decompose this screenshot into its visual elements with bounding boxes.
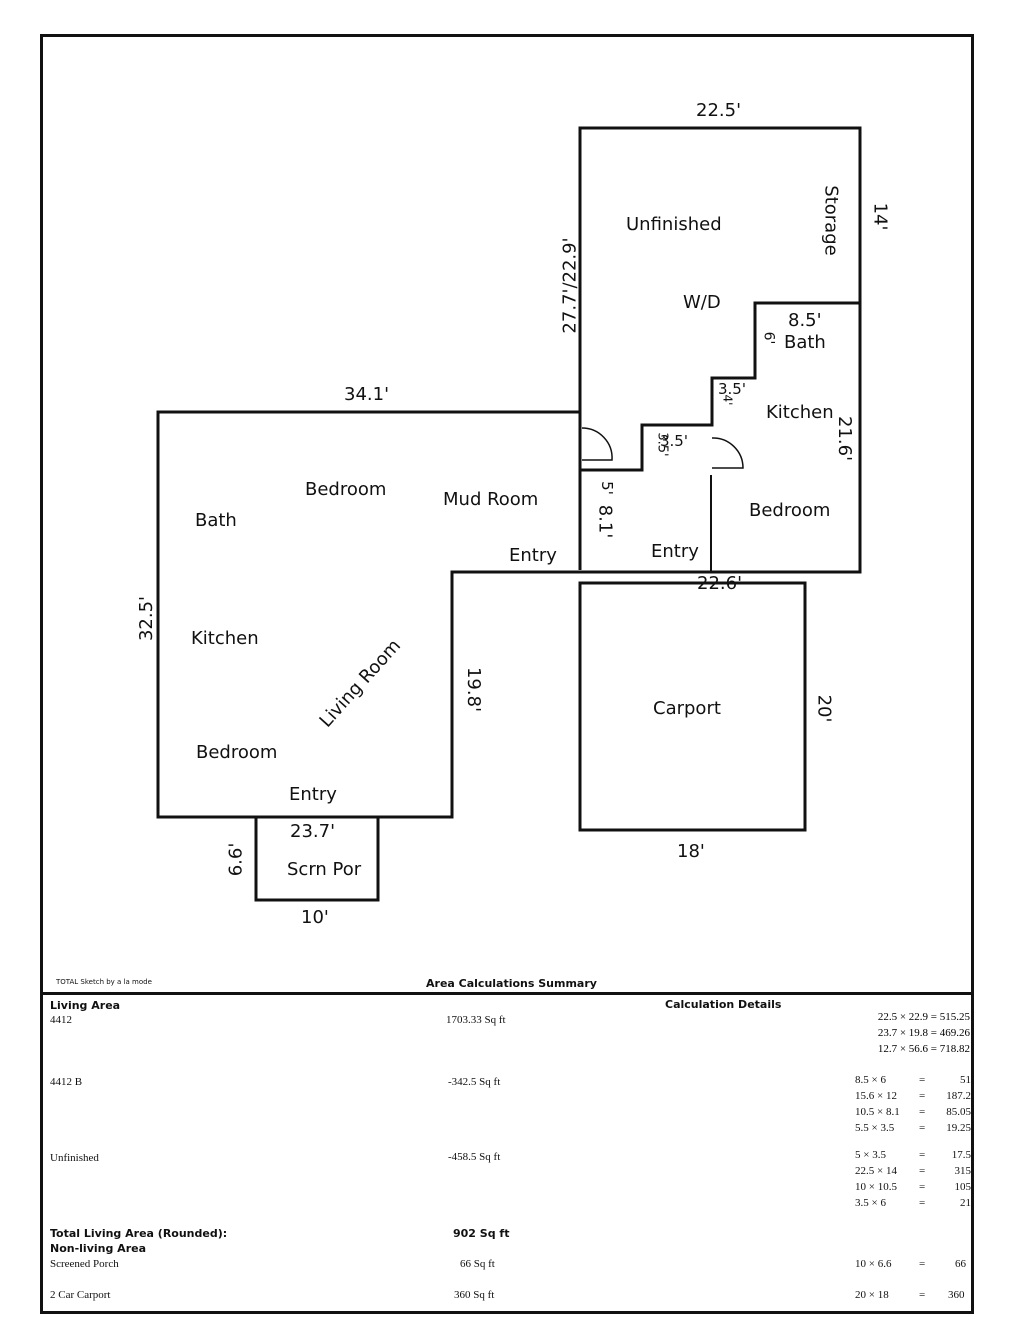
dim-porch-top: 23.7'	[290, 821, 336, 842]
room-carport: Carport	[653, 698, 721, 719]
room-kitchen-left: Kitchen	[191, 628, 259, 649]
dim-step-a: 3.5'	[718, 380, 746, 398]
calc-4412-2: 23.7 × 19.8 = 469.26	[877, 1027, 970, 1039]
room-bath-right: Bath	[784, 332, 826, 353]
calc-4412b-eq-3: =	[919, 1122, 926, 1134]
room-bedroom-left-top: Bedroom	[305, 479, 387, 500]
row-4412b-label: 4412 B	[50, 1076, 83, 1088]
dim-mid-5: 5'	[597, 481, 616, 495]
room-entry-mid: Entry	[509, 545, 557, 566]
porch-calc: 10 × 6.6	[855, 1258, 892, 1270]
dim-bath-depth: 6'	[760, 331, 777, 345]
room-bath-left: Bath	[195, 510, 237, 531]
dim-carport-right: 20'	[813, 694, 835, 723]
dim-step-b: 3.5'	[660, 432, 688, 450]
room-wd: W/D	[683, 292, 721, 313]
room-entry-left: Entry	[289, 784, 337, 805]
carport-outline	[578, 581, 807, 832]
calc-unfinished-res-0: 17.5	[951, 1149, 971, 1161]
calc-4412b-expr-3: 5.5 × 3.5	[855, 1122, 895, 1134]
carport-calc: 20 × 18	[855, 1289, 889, 1301]
dim-carport-top: 22.6'	[697, 573, 743, 594]
room-storage: Storage	[820, 185, 842, 256]
door-swing-right	[711, 437, 744, 469]
dim-mid-81: 8.1'	[594, 504, 616, 539]
dim-porch-bottom: 10'	[301, 907, 329, 928]
carport-eq: =	[919, 1289, 926, 1301]
total-label: Total Living Area (Rounded):	[50, 1227, 228, 1240]
dim-left-upper: 27.7'/22.9'	[559, 237, 581, 334]
porch-res: 66	[955, 1258, 966, 1270]
calc-4412-3: 12.7 × 56.6 = 718.82	[877, 1043, 970, 1055]
room-bedroom-right: Bedroom	[749, 500, 831, 521]
carport-area: 360 Sq ft	[454, 1289, 495, 1301]
room-unfinished: Unfinished	[626, 214, 722, 235]
calc-4412b-expr-0: 8.5 × 6	[855, 1074, 886, 1086]
calc-unfinished-expr-0: 5 × 3.5	[855, 1149, 886, 1161]
dim-bath-width: 8.5'	[788, 310, 822, 331]
porch-area: 66 Sq ft	[460, 1258, 495, 1270]
row-unfinished-area: -458.5 Sq ft	[448, 1151, 501, 1163]
dim-step-b2: 3.5'	[654, 432, 670, 457]
room-kitchen-right: Kitchen	[766, 402, 834, 423]
calc-unfinished-res-1: 315	[954, 1165, 972, 1177]
porch-label: Screened Porch	[50, 1258, 119, 1270]
calc-unfinished-expr-1: 22.5 × 14	[855, 1165, 897, 1177]
room-entry-right: Entry	[651, 541, 699, 562]
summary-title: Area Calculations Summary	[426, 977, 597, 990]
dim-left-top: 34.1'	[344, 384, 390, 405]
right-building-outline	[578, 126, 862, 574]
dim-step-a2: 4'	[720, 394, 735, 406]
dim-left-side: 32.5'	[136, 595, 158, 642]
calc-unfinished-eq-0: =	[919, 1149, 926, 1161]
room-bedroom-left-bottom: Bedroom	[196, 742, 278, 763]
dim-porch-left: 6.6'	[225, 842, 247, 877]
carport-label: 2 Car Carport	[50, 1289, 111, 1301]
calc-4412b-eq-0: =	[919, 1074, 926, 1086]
calc-unfinished-expr-3: 3.5 × 6	[855, 1197, 886, 1209]
calc-unfinished-eq-3: =	[919, 1197, 926, 1209]
row-unfinished-label: Unfinished	[50, 1152, 99, 1164]
door-swing-left	[581, 427, 613, 461]
carport-res: 360	[948, 1289, 965, 1301]
summary-divider	[40, 992, 974, 995]
dim-right-top: 14'	[869, 202, 891, 231]
row-4412-label: 4412	[50, 1014, 72, 1026]
calc-unfinished-res-2: 105	[954, 1181, 972, 1193]
calc-4412-1: 22.5 × 22.9 = 515.25	[877, 1011, 970, 1023]
calc-4412b-res-3: 19.25	[946, 1122, 971, 1134]
calc-4412b-res-1: 187.2	[946, 1090, 971, 1102]
calc-4412b-res-2: 85.05	[946, 1106, 971, 1118]
row-4412-area: 1703.33 Sq ft	[446, 1014, 506, 1026]
calc-4412b-expr-2: 10.5 × 8.1	[855, 1106, 900, 1118]
calc-4412b-eq-2: =	[919, 1106, 926, 1118]
room-scrn-por: Scrn Por	[287, 859, 362, 880]
living-area-header: Living Area	[50, 999, 121, 1012]
calc-4412b-eq-1: =	[919, 1090, 926, 1102]
calc-4412b-res-0: 51	[960, 1074, 971, 1086]
footer-note: TOTAL Sketch by a la mode	[56, 978, 152, 986]
dim-living-right: 19.8'	[463, 666, 485, 713]
sketch-frame	[40, 34, 974, 1314]
stair-steps	[580, 301, 860, 472]
calc-unfinished-res-3: 21	[960, 1197, 971, 1209]
calc-4412b-expr-1: 15.6 × 12	[855, 1090, 897, 1102]
porch-eq: =	[919, 1258, 926, 1270]
dim-right-lower: 21.6'	[834, 415, 856, 462]
total-value: 902 Sq ft	[453, 1227, 510, 1240]
row-4412b-area: -342.5 Sq ft	[448, 1076, 501, 1088]
calc-unfinished-eq-2: =	[919, 1181, 926, 1193]
dim-carport-bottom: 18'	[677, 841, 705, 862]
calc-details-header: Calculation Details	[665, 998, 782, 1011]
room-mud-room: Mud Room	[443, 489, 539, 510]
non-living-header: Non-living Area	[50, 1242, 146, 1255]
calc-unfinished-eq-1: =	[919, 1165, 926, 1177]
floor-plan	[156, 126, 862, 902]
calc-unfinished-expr-2: 10 × 10.5	[855, 1181, 897, 1193]
porch-outline	[254, 815, 380, 902]
dim-top-width: 22.5'	[696, 100, 742, 121]
